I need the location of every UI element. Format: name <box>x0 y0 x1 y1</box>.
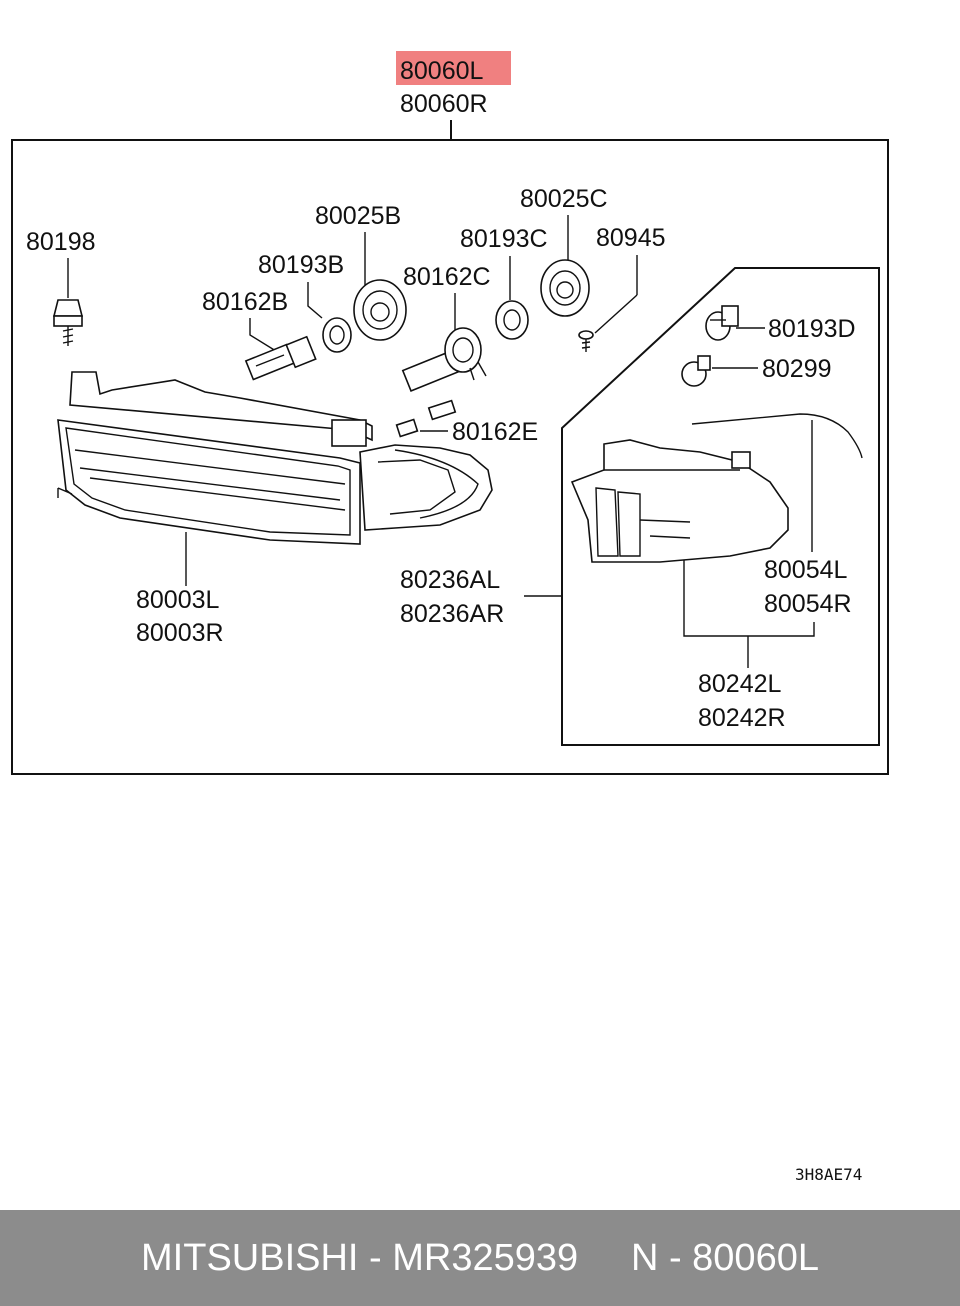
label-80193b[interactable]: 80193B <box>258 251 344 279</box>
label-80162b[interactable]: 80162B <box>202 288 288 316</box>
turn-signal-frame <box>561 267 880 746</box>
leader-80242 <box>683 560 815 637</box>
label-80054l[interactable]: 80054L <box>764 556 848 584</box>
label-80193d[interactable]: 80193D <box>768 315 856 343</box>
label-80054r[interactable]: 80054R <box>764 590 852 618</box>
label-80945[interactable]: 80945 <box>596 224 666 252</box>
diagram-code: 3H8AE74 <box>795 1165 862 1184</box>
socket-cover-b-icon <box>353 279 407 341</box>
socket-cover-c-icon <box>540 259 590 317</box>
bulb-socket-b-icon <box>322 317 352 353</box>
leader-80162b <box>249 318 285 357</box>
bulb-e-icon <box>395 399 457 438</box>
headlamp-unit-drawing <box>57 371 493 545</box>
turn-signal-lamp-drawing <box>570 413 863 563</box>
assembly-frame <box>11 139 889 775</box>
label-80242r[interactable]: 80242R <box>698 704 786 732</box>
footer-text: MITSUBISHI - MR325939 N - 80060L <box>141 1236 819 1279</box>
bulb-b-icon <box>244 335 317 381</box>
bulb-c-icon <box>401 327 487 392</box>
assembly-code-left[interactable]: 80060L <box>400 57 484 85</box>
screw-icon <box>578 330 594 352</box>
label-80242l[interactable]: 80242L <box>698 670 782 698</box>
label-80193c[interactable]: 80193C <box>460 225 548 253</box>
label-80003l[interactable]: 80003L <box>136 586 220 614</box>
label-80025c[interactable]: 80025C <box>520 185 608 213</box>
label-80162e[interactable]: 80162E <box>452 418 538 446</box>
label-80236ar[interactable]: 80236AR <box>400 600 504 628</box>
wedge-bulb-icon <box>681 355 711 387</box>
bolt-icon <box>52 299 84 346</box>
leader-80945-diag <box>594 294 638 334</box>
bulb-socket-c-icon <box>495 300 529 340</box>
label-80299[interactable]: 80299 <box>762 355 832 383</box>
label-80003r[interactable]: 80003R <box>136 619 224 647</box>
highlight-box <box>396 51 511 85</box>
assembly-code-right[interactable]: 80060R <box>400 90 488 118</box>
label-80162c[interactable]: 80162C <box>403 263 491 291</box>
label-80025b[interactable]: 80025B <box>315 202 401 230</box>
label-80198[interactable]: 80198 <box>26 228 96 256</box>
parts-diagram: 80060L 80060R 80198 80025B 80193B 80162B… <box>11 51 889 1184</box>
bulb-socket-d-icon <box>705 305 739 341</box>
label-80236al[interactable]: 80236AL <box>400 566 500 594</box>
footer-bar: MITSUBISHI - MR325939 N - 80060L <box>0 1210 960 1306</box>
leader-80193b <box>307 282 323 319</box>
